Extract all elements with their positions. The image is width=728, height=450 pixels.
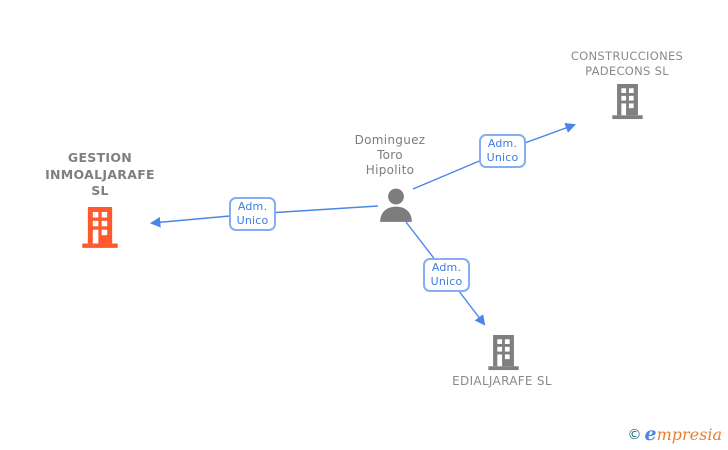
empresia-logo: ©empresia: [628, 423, 723, 445]
empresia-logo-text: mpresia: [656, 425, 722, 444]
company-name-line: SL: [91, 183, 109, 198]
edge-label-line: Unico: [236, 214, 269, 227]
company-name-line: PADECONS SL: [585, 64, 669, 78]
company-name-line: CONSTRUCCIONES: [570, 49, 684, 63]
building-icon-construcciones[interactable]: [611, 84, 644, 120]
node-label-construcciones-padecons[interactable]: CONSTRUCCIONES PADECONS SL: [547, 49, 707, 79]
edge-label-line: Adm.: [431, 261, 462, 274]
company-name-line: EDIALJARAFE SL: [452, 374, 552, 388]
person-icon[interactable]: [377, 188, 415, 222]
company-name-line: INMOALJARAFE: [45, 166, 155, 182]
person-name-line: Toro: [377, 148, 403, 162]
edge-label-line: Adm.: [487, 137, 518, 150]
edge-label-adm-unico-edialjarafe: Adm. Unico: [423, 258, 470, 292]
edge-label-line: Adm.: [237, 200, 268, 213]
person-name-line: Dominguez: [354, 133, 426, 147]
empresia-logo-e: e: [644, 423, 657, 445]
edge-label-line: Unico: [430, 275, 463, 288]
node-label-gestion-inmoaljarafe[interactable]: GESTION INMOALJARAFE SL: [20, 150, 180, 200]
edge-label-line: Unico: [486, 151, 519, 164]
copyright-icon: ©: [627, 427, 642, 443]
person-name-line: Hipolito: [365, 163, 415, 177]
node-label-person-dominguez[interactable]: Dominguez Toro Hipolito: [330, 133, 450, 178]
node-label-edialjarafe[interactable]: EDIALJARAFE SL: [422, 374, 582, 389]
company-name-line: GESTION: [67, 150, 133, 165]
building-icon-edialjarafe[interactable]: [487, 335, 520, 371]
edge-label-adm-unico-gestion: Adm. Unico: [229, 197, 276, 231]
edge-label-adm-unico-construcciones: Adm. Unico: [479, 134, 526, 168]
building-icon-gestion[interactable]: [81, 207, 119, 249]
